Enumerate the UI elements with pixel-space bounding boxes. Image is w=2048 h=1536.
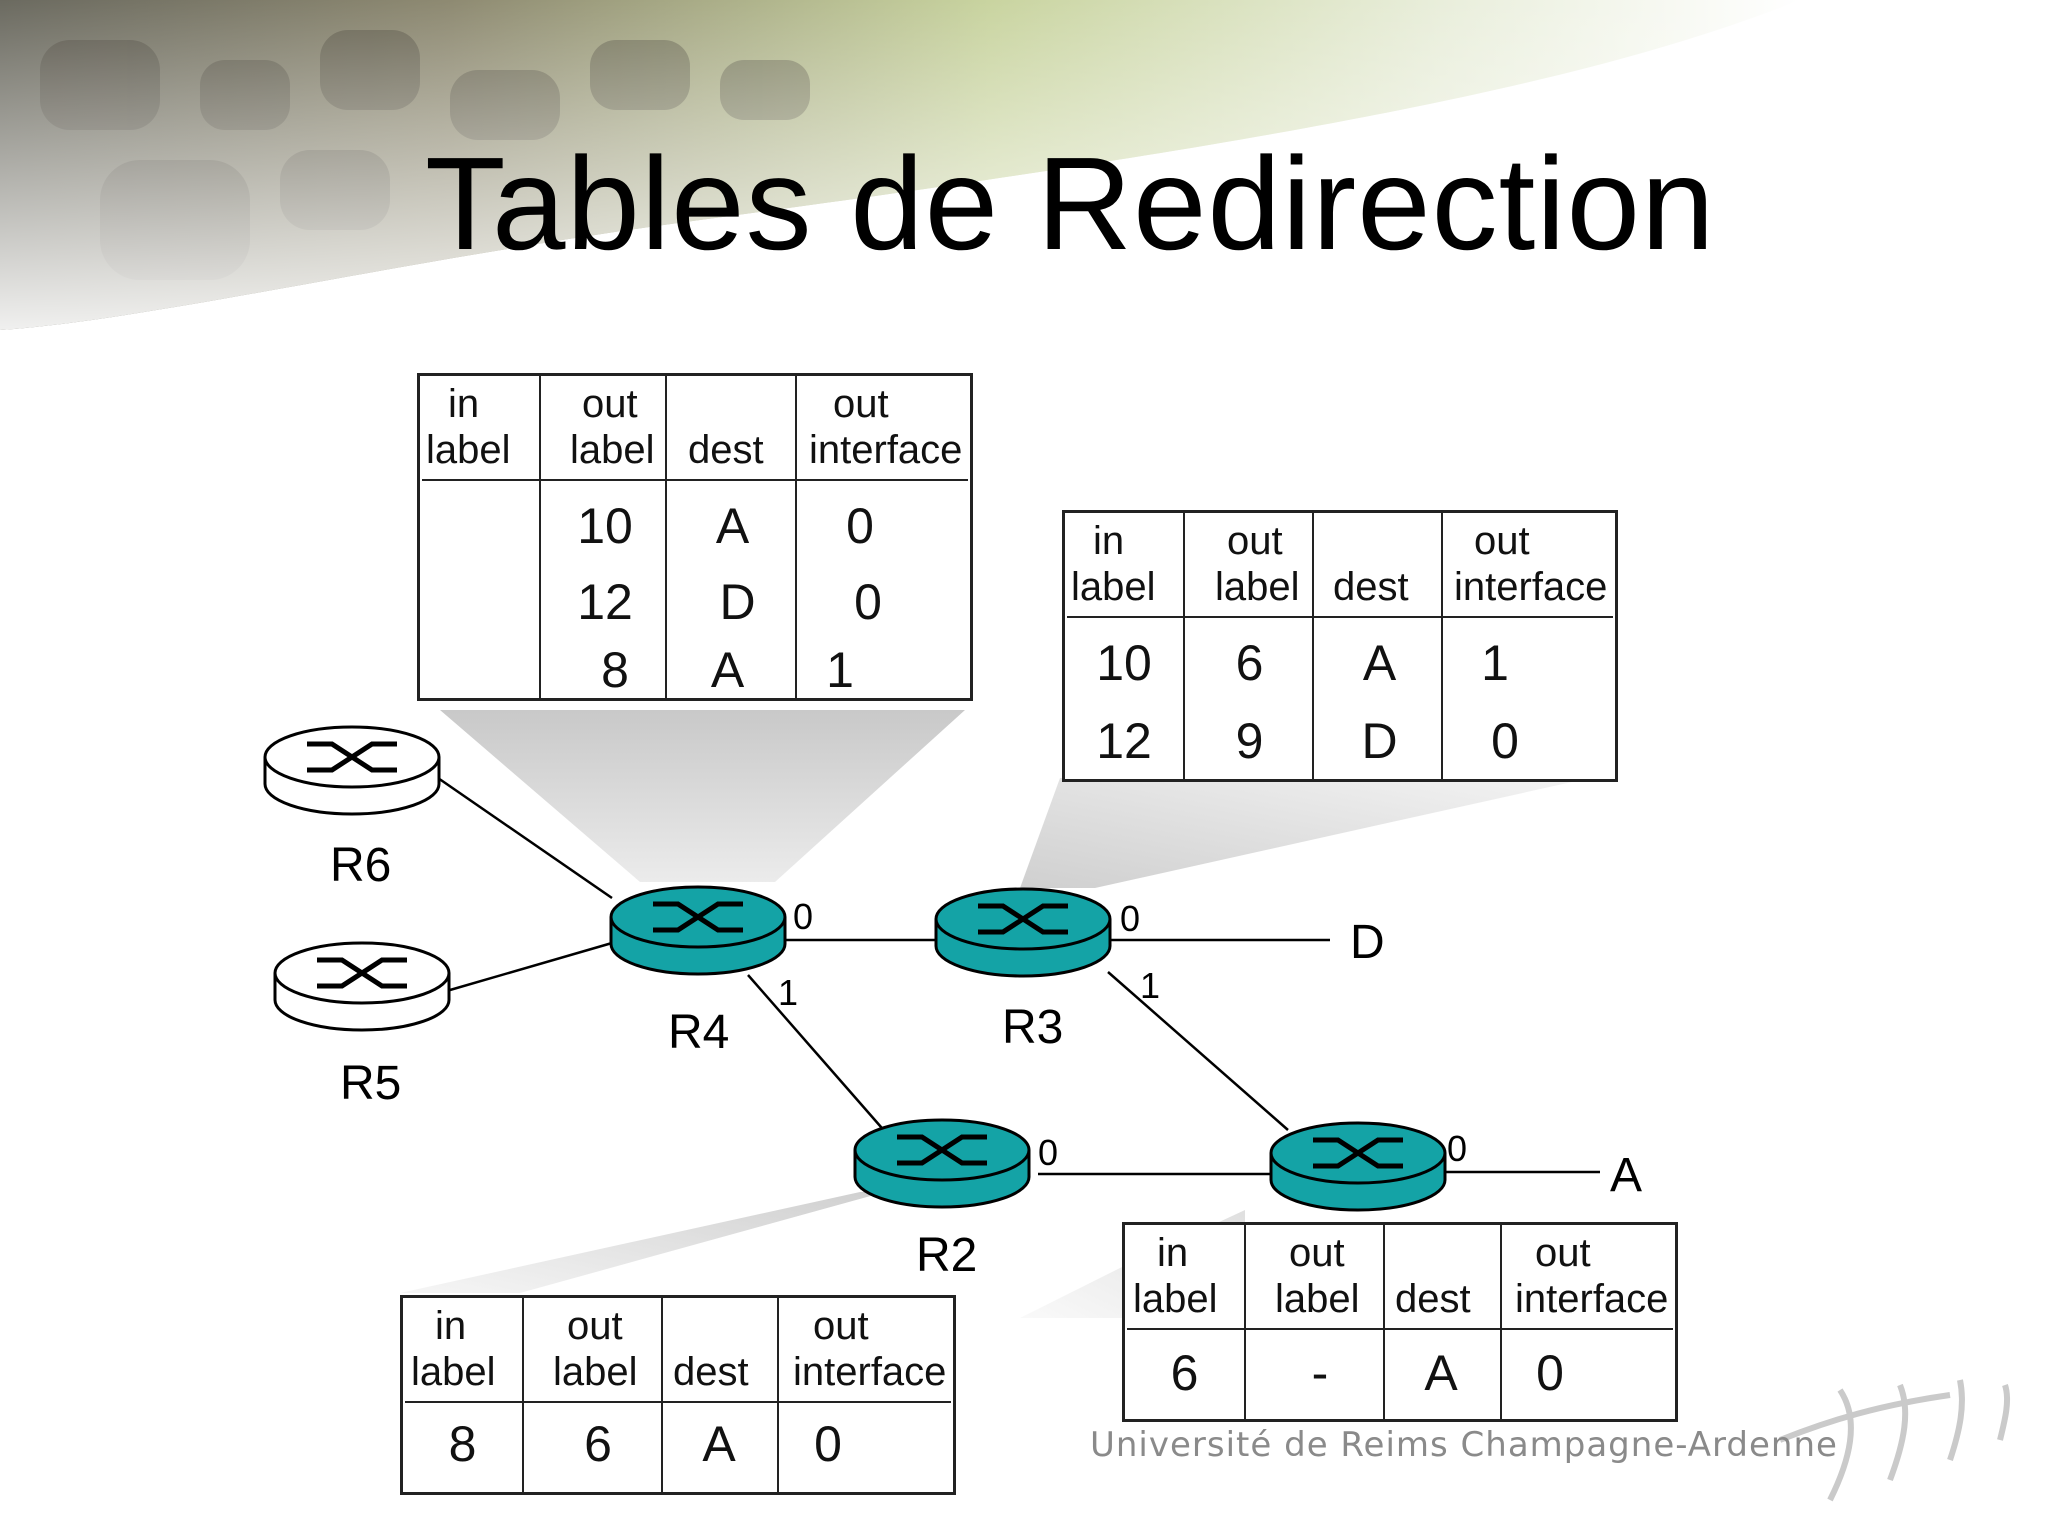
header-out: out	[833, 382, 889, 426]
port-r3-1: 1	[1140, 965, 1161, 1006]
header-interface: interface	[1515, 1277, 1669, 1321]
cell-dest: A	[715, 498, 750, 554]
router-label-r3: R3	[1002, 1001, 1064, 1054]
university-logo	[1778, 1379, 2011, 1502]
header-out: out	[1474, 519, 1530, 563]
destination-d: D	[1350, 916, 1385, 969]
destination-a: A	[1610, 1149, 1643, 1202]
link-r6-r4	[437, 776, 613, 900]
cell-out-interface: 0	[854, 574, 882, 630]
router-r6-icon	[263, 725, 441, 816]
cell-out-label: 10	[577, 498, 633, 554]
header-dest: dest	[688, 428, 764, 472]
cell-out-interface: 0	[1491, 713, 1519, 769]
cell-dest: A	[1424, 1345, 1458, 1401]
header-dest: dest	[1333, 565, 1409, 609]
header-interface: interface	[809, 428, 963, 472]
header-label: label	[411, 1350, 496, 1394]
cell-dest: D	[719, 574, 756, 630]
header-interface: interface	[1454, 565, 1608, 609]
header-label: label	[1133, 1277, 1218, 1321]
cell-out-label: 6	[584, 1416, 612, 1472]
cell-out-label: 6	[1235, 635, 1264, 691]
cell-in-label: 10	[1096, 635, 1152, 691]
cell-out-label: 12	[577, 574, 633, 630]
router-r5-icon	[273, 941, 451, 1032]
header-label: label	[1071, 565, 1156, 609]
header-in: in	[1093, 519, 1125, 563]
header-interface: interface	[793, 1350, 947, 1394]
cell-out-label: 8	[601, 642, 629, 698]
header-label: label	[1275, 1277, 1360, 1321]
link-r3-r1	[1107, 971, 1289, 1131]
cell-out-interface: 0	[1536, 1345, 1564, 1401]
header-out: out	[582, 382, 638, 426]
cell-out-interface: 1	[1481, 635, 1509, 691]
router-r2-icon	[853, 1118, 1031, 1209]
header-label: label	[553, 1350, 638, 1394]
port-r4-1: 1	[778, 972, 799, 1013]
cell-out-label: 9	[1235, 713, 1264, 769]
header-label: label	[1215, 565, 1300, 609]
forwarding-table-r1: in label out label dest out interface 6 …	[1122, 1222, 1678, 1422]
slide-title: Tables de Redirection	[425, 130, 1716, 277]
router-r1-icon	[1269, 1121, 1447, 1212]
link-r4-r2	[747, 974, 889, 1136]
cell-dest: A	[1362, 635, 1397, 691]
cell-out-interface: 0	[846, 498, 874, 554]
port-r3-0: 0	[1120, 898, 1141, 939]
cell-dest: A	[710, 642, 745, 698]
cell-out-interface: 0	[814, 1416, 842, 1472]
cell-in-label: 8	[448, 1416, 477, 1472]
header-label: label	[570, 428, 655, 472]
cell-dest: A	[702, 1416, 736, 1472]
router-label-r6: R6	[330, 839, 392, 892]
forwarding-table-r3: in label out label dest out interface 10…	[1062, 510, 1618, 782]
port-r4-0: 0	[793, 896, 814, 937]
header-in: in	[1157, 1231, 1189, 1275]
header-in: in	[448, 382, 480, 426]
port-r2-0: 0	[1038, 1132, 1059, 1173]
header-out: out	[567, 1304, 623, 1348]
router-label-r5: R5	[340, 1057, 402, 1110]
link-r5-r4	[449, 941, 613, 992]
cell-in-label: 12	[1096, 713, 1152, 769]
header-dest: dest	[673, 1350, 749, 1394]
header-dest: dest	[1395, 1277, 1471, 1321]
cell-in-label: 6	[1170, 1345, 1199, 1401]
router-r3-icon	[934, 887, 1112, 978]
header-out: out	[1289, 1231, 1345, 1275]
header-out: out	[813, 1304, 869, 1348]
forwarding-table-r4: in label out label dest out interface 10…	[417, 373, 973, 701]
forwarding-table-r2: in label out label dest out interface 8 …	[400, 1295, 956, 1495]
router-label-r2: R2	[916, 1229, 978, 1282]
cell-out-interface: 1	[826, 642, 854, 698]
router-label-r4: R4	[668, 1006, 730, 1059]
header-out: out	[1227, 519, 1283, 563]
footer-university: Université de Reims Champagne-Ardenne	[1090, 1425, 1838, 1465]
cell-out-label: -	[1311, 1345, 1329, 1401]
header-out: out	[1535, 1231, 1591, 1275]
port-r1-0: 0	[1447, 1128, 1468, 1169]
router-r4-icon	[609, 885, 787, 976]
header-in: in	[435, 1304, 467, 1348]
header-label: label	[426, 428, 511, 472]
cell-dest: D	[1361, 713, 1398, 769]
